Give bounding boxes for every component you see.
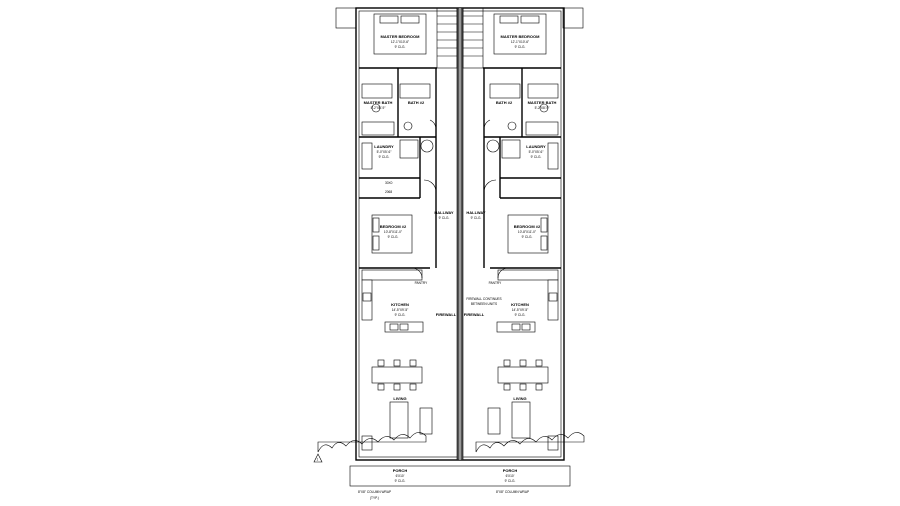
clg-hallway-left: 9' CLG.: [439, 216, 450, 220]
bath-fixtures-right: [486, 83, 559, 170]
size-porch-right: 6'X10': [506, 474, 515, 478]
clg-bedroom-left: 9' CLG.: [388, 235, 399, 239]
bed-2-right: [507, 214, 549, 254]
clg-kitchen-right: 9' CLG.: [515, 313, 526, 317]
door-tag-left-1: 2068: [385, 190, 392, 194]
label-firewall-left: FIREWALL: [436, 312, 457, 317]
size-master-bedroom-right: 12'-1"X10'-6": [511, 40, 529, 44]
size-laundry-left: 5'-0"X5'-6": [377, 150, 392, 154]
label-laundry-left: LAUNDRY: [374, 144, 394, 149]
label-living-right: LIVING: [513, 396, 526, 401]
bed-2-left: [371, 214, 413, 254]
clg-porch-left: 9' CLG.: [395, 479, 406, 483]
label-master-bedroom-left: MASTER BEDROOM: [381, 34, 421, 39]
label-kitchen-right: KITCHEN: [511, 302, 529, 307]
clg-master-bedroom-right: 9' CLG.: [515, 45, 526, 49]
shrubs-right: [475, 432, 585, 453]
size-master-bedroom-left: 12'-1"X10'-6": [391, 40, 409, 44]
label-hallway-left: HALLWAY: [434, 210, 454, 215]
label-living-left: LIVING: [393, 396, 406, 401]
firewall-note-line2: BETWEEN UNITS: [471, 302, 497, 306]
master-bed-left: [373, 13, 427, 55]
label-pantry-right: PANTRY: [489, 281, 503, 285]
label-hallway-right: HALLWAY: [466, 210, 486, 215]
clg-hallway-right: 9' CLG.: [471, 216, 482, 220]
clg-kitchen-left: 9' CLG.: [395, 313, 406, 317]
label-porch-left: PORCH: [393, 468, 408, 473]
label-firewall-right: FIREWALL: [464, 312, 485, 317]
label-master-bath-left: MASTER BATH: [364, 100, 393, 105]
size-master-bath-left: 5'-2"X8'-9": [371, 106, 386, 110]
kitchen-counters-left: [361, 269, 424, 333]
column-wrap-left: 8"X8" COLUMN WRAP: [358, 490, 391, 494]
clg-laundry-right: 9' CLG.: [531, 155, 542, 159]
door-swings: [411, 119, 509, 279]
clg-bedroom-right: 9' CLG.: [522, 235, 533, 239]
label-laundry-right: LAUNDRY: [526, 144, 546, 149]
stair-left: [436, 7, 458, 69]
stair-marker-number: 1: [317, 458, 319, 462]
closet-tag-left-1: 30X0: [385, 181, 393, 185]
stair-right: [462, 7, 484, 69]
column-wrap-right: 8"X8" COLUMN WRAP: [496, 490, 529, 494]
kitchen-counters-right: [496, 269, 559, 333]
living-furniture-right: [487, 401, 559, 451]
stair-treads: [437, 15, 483, 57]
walls-left-unit: [359, 67, 437, 269]
living-furniture-left: [361, 401, 433, 451]
column-wrap-tag-left: (TYP.): [370, 496, 379, 500]
clg-laundry-left: 9' CLG.: [379, 155, 390, 159]
dining-table-left: [371, 359, 423, 391]
firewall-note-line1: FIREWALL CONTINUES: [466, 297, 501, 301]
label-master-bath-right: MASTER BATH: [528, 100, 557, 105]
label-porch-right: PORCH: [503, 468, 518, 473]
label-kitchen-left: KITCHEN: [391, 302, 409, 307]
size-kitchen-left: 14'-5"X9'-5": [392, 308, 409, 312]
size-porch-left: 6'X10': [396, 474, 405, 478]
site-hatch-right: [562, 7, 584, 29]
size-laundry-right: 5'-0"X5'-6": [529, 150, 544, 154]
size-bedroom-right: 10'-8"X11'-0": [518, 230, 536, 234]
clg-master-bedroom-left: 9' CLG.: [395, 45, 406, 49]
dining-table-right: [497, 359, 549, 391]
label-master-bedroom-right: MASTER BEDROOM: [501, 34, 541, 39]
bath-fixtures-left: [361, 83, 434, 170]
label-pantry-left: PANTRY: [415, 281, 429, 285]
label-bath2-right: BATH #2: [496, 100, 513, 105]
size-bedroom-left: 10'-8"X11'-0": [384, 230, 402, 234]
stair-marker-icon: [313, 453, 323, 463]
label-bath2-left: BATH #2: [408, 100, 425, 105]
clg-porch-right: 9' CLG.: [505, 479, 516, 483]
label-bedroom-left: BEDROOM #2: [380, 224, 407, 229]
walls-right-unit: [483, 67, 561, 269]
porch-slab: [349, 465, 571, 487]
shrubs-left: [317, 432, 427, 453]
site-hatch-left: [335, 7, 357, 29]
label-bedroom-right: BEDROOM #2: [514, 224, 541, 229]
size-master-bath-right: 5'-2"X8'-9": [535, 106, 550, 110]
master-bed-right: [493, 13, 547, 55]
size-kitchen-right: 14'-5"X9'-5": [512, 308, 529, 312]
